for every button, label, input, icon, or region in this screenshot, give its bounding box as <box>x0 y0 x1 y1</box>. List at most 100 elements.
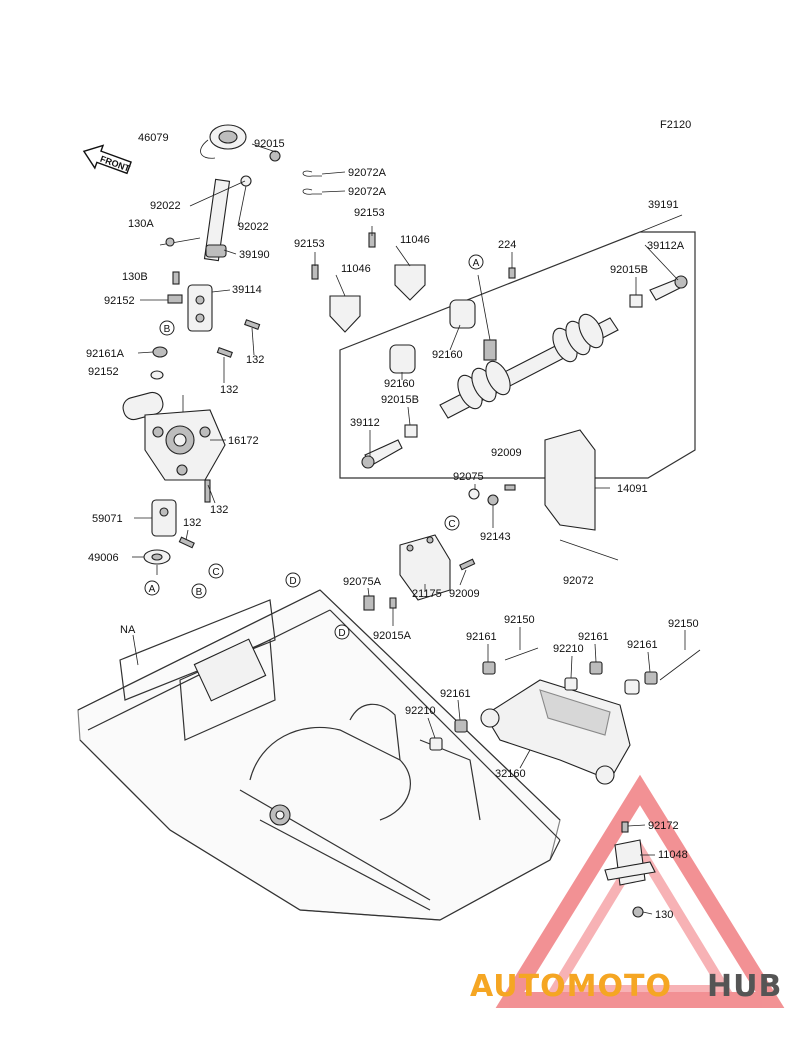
bushing-92160-b <box>389 344 416 374</box>
steering-column-assembly <box>122 124 281 575</box>
part-labels: 46079 92015 92072A 92072A 92022 130A 920… <box>86 132 699 921</box>
jam-nut-92015B-left <box>404 424 418 438</box>
power-steering-unit-16172 <box>122 391 226 481</box>
label-92072: 92072 <box>563 575 594 587</box>
label-92152-top: 92152 <box>104 295 135 307</box>
label-92210-a: 92210 <box>553 643 584 655</box>
label-39112: 39112 <box>350 417 380 429</box>
u-joint-39114 <box>187 284 213 332</box>
label-92161-c: 92161 <box>627 639 658 651</box>
label-130A: 130A <box>128 218 154 230</box>
steering-shaft-39190 <box>203 178 231 262</box>
label-92072A-2: 92072A <box>348 186 387 198</box>
label-92015B-right: 92015B <box>610 264 648 276</box>
label-92015: 92015 <box>254 138 285 150</box>
label-11048: 11048 <box>658 849 688 861</box>
label-92009-bot: 92009 <box>449 588 480 600</box>
label-132-c: 132 <box>210 504 228 516</box>
ref-marker-a-2: A <box>144 580 160 596</box>
ref-marker-d-2: D <box>285 572 301 588</box>
svg-text:B: B <box>196 587 203 598</box>
bracket-11046-a <box>394 264 426 301</box>
ref-marker-b-2: B <box>191 583 207 599</box>
svg-text:D: D <box>338 628 345 639</box>
label-92150-a: 92150 <box>504 614 535 626</box>
label-92143: 92143 <box>480 531 511 543</box>
label-92160-a: 92160 <box>432 349 463 361</box>
label-92075A: 92075A <box>343 576 382 588</box>
bushing-92160-a <box>449 299 476 329</box>
diagram-code: F2120 <box>660 119 691 131</box>
label-92152-mid: 92152 <box>88 366 119 378</box>
label-132-a: 132 <box>246 354 264 366</box>
svg-text:C: C <box>212 567 219 578</box>
pinion-housing <box>483 339 497 361</box>
label-92161A: 92161A <box>86 348 125 360</box>
label-132-b: 132 <box>220 384 238 396</box>
label-39191: 39191 <box>648 199 679 211</box>
label-224: 224 <box>498 239 516 251</box>
svg-text:C: C <box>448 519 455 530</box>
label-92172: 92172 <box>648 820 679 832</box>
label-46079: 46079 <box>138 132 169 144</box>
label-21175: 21175 <box>412 588 442 600</box>
nut-92015 <box>269 150 281 162</box>
rack-boot-right <box>552 313 604 363</box>
label-92009-top: 92009 <box>491 447 522 459</box>
label-92015A: 92015A <box>373 630 412 642</box>
label-92153-b: 92153 <box>294 238 325 250</box>
label-92153-a: 92153 <box>354 207 385 219</box>
svg-text:B: B <box>164 324 171 335</box>
label-130: 130 <box>655 909 673 921</box>
label-130B: 130B <box>122 271 148 283</box>
label-39114: 39114 <box>232 284 262 296</box>
watermark-logo <box>495 774 785 1008</box>
label-NA: NA <box>120 624 136 636</box>
label-92015B-left: 92015B <box>381 394 419 406</box>
cover-14091 <box>544 429 596 531</box>
steering-rack-assembly <box>302 170 696 479</box>
label-92161-b: 92161 <box>578 631 609 643</box>
label-92072A-1: 92072A <box>348 167 387 179</box>
label-39190: 39190 <box>239 249 270 261</box>
label-92210-b: 92210 <box>405 705 436 717</box>
ref-marker-b-1: B <box>159 320 175 336</box>
seal-92161A <box>152 346 168 358</box>
label-11046-b: 11046 <box>341 263 371 275</box>
label-49006: 49006 <box>88 552 119 564</box>
svg-text:A: A <box>473 258 480 269</box>
a-arm-32160 <box>429 647 701 785</box>
label-132-d: 132 <box>183 517 201 529</box>
reference-markers: A A B B C C D D <box>144 254 484 640</box>
u-joint-59071 <box>151 499 177 537</box>
label-59071: 59071 <box>92 513 123 525</box>
control-module-21175 <box>399 534 451 601</box>
label-16172: 16172 <box>228 435 259 447</box>
label-39112A: 39112A <box>647 240 685 252</box>
watermark-word-2: HUB <box>707 969 782 1004</box>
label-92150-b: 92150 <box>668 618 699 630</box>
label-92161-a: 92161 <box>466 631 497 643</box>
center-components <box>363 429 619 611</box>
ref-marker-c-1: C <box>444 515 460 531</box>
svg-text:A: A <box>149 584 156 595</box>
label-92161-d: 92161 <box>440 688 471 700</box>
watermark-word-1: AUTOMOTO <box>470 969 672 1004</box>
ref-marker-c-2: C <box>208 563 224 579</box>
vehicle-frame <box>77 589 561 921</box>
label-92022-right: 92022 <box>238 221 269 233</box>
watermark-text: AUTOMOTO HUB <box>470 969 782 1004</box>
ref-marker-a-1: A <box>468 254 484 270</box>
label-92075: 92075 <box>453 471 484 483</box>
bracket-11046-b <box>329 295 361 333</box>
label-11046-a: 11046 <box>400 234 430 246</box>
rack-boot-left <box>457 360 511 410</box>
washer-92022 <box>240 175 252 187</box>
label-92160-b: 92160 <box>384 378 415 390</box>
label-32160: 32160 <box>495 768 526 780</box>
front-arrow: FRONT <box>82 144 132 175</box>
leader-lines <box>132 143 686 915</box>
label-92022-left: 92022 <box>150 200 181 212</box>
ref-marker-d-1: D <box>334 624 350 640</box>
